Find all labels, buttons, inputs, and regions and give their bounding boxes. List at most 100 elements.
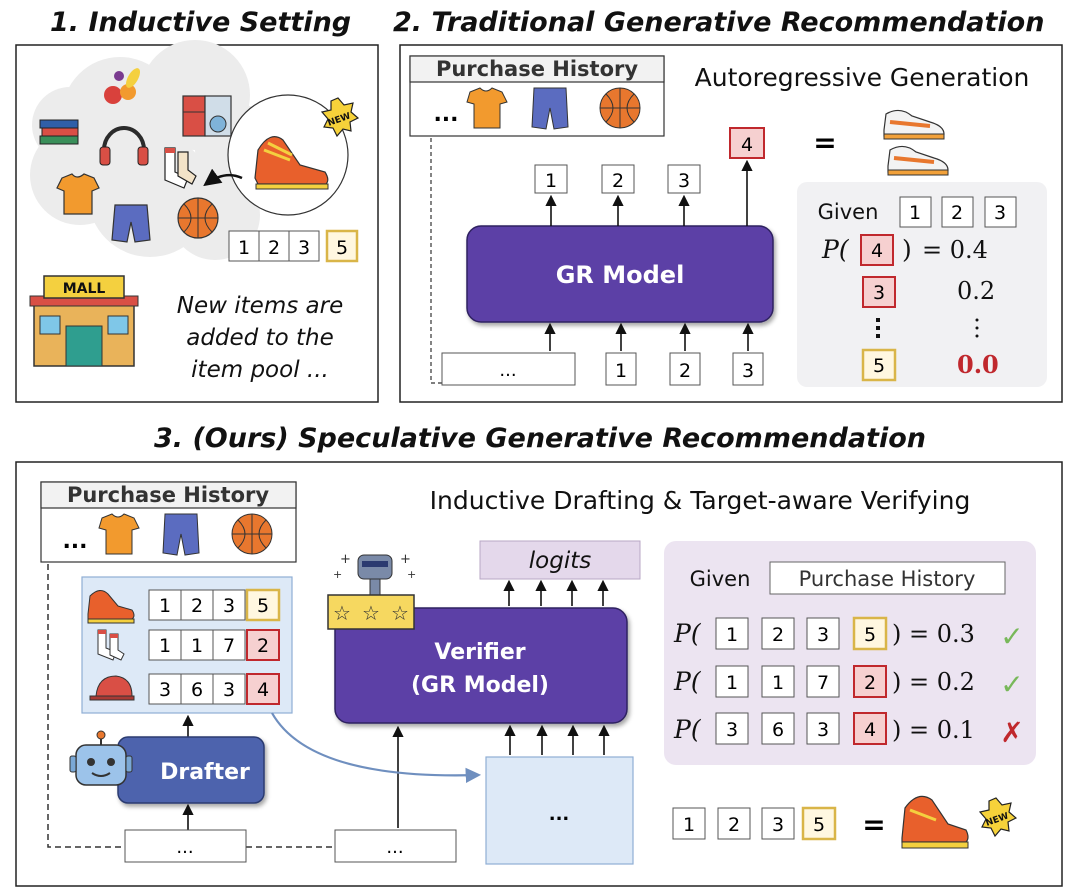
p2-prob-value-1: = 0.4 (922, 236, 988, 264)
p3-history-label: Purchase History (67, 483, 269, 507)
verification-panel (664, 541, 1036, 765)
svg-text:+: + (333, 568, 342, 581)
seq-token-3: 3 (298, 237, 310, 259)
p2-shorts-icon (531, 87, 569, 130)
p2-prob-panel (797, 182, 1047, 387)
draft-2-last: 2 (257, 635, 269, 657)
seq-token-new: 5 (336, 237, 348, 259)
add-item-arrow (203, 168, 243, 187)
verifier-draft-input (485, 756, 634, 865)
p2-input-more: ... (499, 360, 516, 381)
p2-history-connector (430, 138, 442, 384)
panel1: NEW 1 2 3 5 MALL New items are added to … (15, 40, 379, 403)
p2-gr-model (466, 225, 774, 323)
draft-row-2: 1 1 7 2 (148, 629, 280, 661)
p3-history-connector (47, 564, 125, 848)
accept-check-icon-1: ✓ (1000, 620, 1023, 653)
p2-prob-value-3: 0.0 (957, 350, 999, 379)
ver-2-id-2: 1 (772, 672, 784, 694)
p2-output-1: 1 (545, 170, 557, 192)
draft-cap-icon (89, 675, 135, 701)
panel2-title: 2. Traditional Generative Recommendation (393, 7, 1044, 38)
headphones-icon (99, 126, 149, 166)
verifier-box (334, 607, 628, 724)
p2-given-item-3: 3 (994, 202, 1006, 224)
p2-prob-value-2: 0.2 (957, 277, 995, 305)
seq-token-1: 1 (238, 237, 250, 259)
p3-given-label: Given (690, 567, 751, 591)
draft-3-id-2: 6 (191, 679, 203, 701)
draft-to-verifier-arrow (271, 712, 482, 784)
ver-2-prefix: P( (673, 667, 702, 696)
sequence-tokens: 1 2 3 5 (228, 229, 359, 263)
new-badge-icon: NEW (320, 97, 360, 138)
p2-tshirt-icon (466, 87, 508, 129)
drafter-input-more: ... (176, 837, 193, 858)
draft-1-id-1: 1 (159, 595, 171, 617)
ver-2-value: ) = 0.2 (892, 668, 975, 696)
p2-output-4: 4 (741, 134, 753, 156)
draft-1-id-3: 3 (223, 595, 235, 617)
drafter-input-token (124, 829, 247, 863)
mall-sign-text: MALL (63, 281, 106, 297)
p2-input-3: 3 (742, 360, 754, 382)
ver-1-value: ) = 0.3 (892, 620, 975, 648)
result-tokens: 1 2 3 5 (672, 806, 837, 841)
p2-subtitle: Autoregressive Generation (695, 63, 1030, 92)
verification-row-3: P( 3 6 3 4 ) = 0.1 ✗ (673, 712, 1024, 749)
verifier-draft-input-more: ... (549, 804, 570, 825)
caption-line-3: item pool ... (191, 357, 329, 383)
tshirt-icon (56, 173, 100, 215)
p2-output-2: 2 (612, 170, 624, 192)
verification-row-2: P( 1 1 7 2 ) = 0.2 ✓ (673, 665, 1024, 701)
p2-given-item-2: 2 (951, 202, 963, 224)
p2-vertical-ellipsis-2 (975, 318, 979, 338)
socks-icon (164, 147, 197, 189)
draft-2-id-1: 1 (159, 635, 171, 657)
draft-3-id-3: 3 (223, 679, 235, 701)
draft-1-id-2: 2 (191, 595, 203, 617)
ver-1-id-3: 3 (817, 624, 829, 646)
p2-vertical-ellipsis-1 (876, 318, 880, 338)
reject-cross-icon: ✗ (1000, 716, 1023, 749)
accept-check-icon-2: ✓ (1000, 668, 1023, 701)
p3-history-more: ... (62, 529, 87, 554)
result-equals: = (862, 808, 885, 841)
ver-2-last: 2 (864, 672, 876, 694)
verifier-label-2: (GR Model) (411, 673, 549, 698)
p2-prob-item-3: 5 (873, 355, 885, 377)
ver-1-prefix: P( (673, 619, 702, 648)
draft-2-id-2: 1 (191, 635, 203, 657)
p2-input-2: 2 (679, 360, 691, 382)
sneaker-icon (254, 136, 329, 190)
caption-line-1: New items are (177, 293, 343, 319)
p2-prob-prefix: P( (821, 235, 850, 264)
result-sneaker-icon (901, 795, 969, 849)
p3-given-value: Purchase History (799, 567, 976, 591)
result-new-badge-icon: NEW (978, 797, 1018, 838)
svg-text:☆: ☆ (362, 601, 380, 625)
svg-text:+: + (407, 568, 416, 581)
p2-gr-model-label: GR Model (556, 261, 685, 289)
p2-sneakers-icon (883, 109, 949, 176)
draft-socks-icon (97, 629, 125, 661)
p2-output-3: 3 (678, 170, 690, 192)
result-id-2: 2 (728, 814, 740, 836)
drafter-label: Drafter (160, 760, 250, 785)
ver-2-id-3: 7 (817, 672, 829, 694)
svg-text:+: + (340, 552, 351, 567)
ver-1-last: 5 (864, 624, 876, 646)
shorts-icon (111, 204, 151, 243)
panel3: Purchase History ... Inductive Drafting … (15, 461, 1063, 887)
robot-icon (69, 730, 133, 786)
p2-basketball-icon (599, 87, 641, 129)
verifier-history-more: ... (386, 837, 403, 858)
appliance-icon (182, 95, 232, 137)
mall-icon: MALL (29, 275, 139, 367)
caption-line-2: added to the (186, 325, 334, 351)
p2-given-item-1: 1 (909, 202, 921, 224)
p2-history-label: Purchase History (436, 57, 638, 81)
p3-basketball-icon (231, 513, 273, 555)
ver-3-value: ) = 0.1 (892, 716, 975, 744)
draft-row-3: 3 6 3 4 (148, 673, 280, 705)
